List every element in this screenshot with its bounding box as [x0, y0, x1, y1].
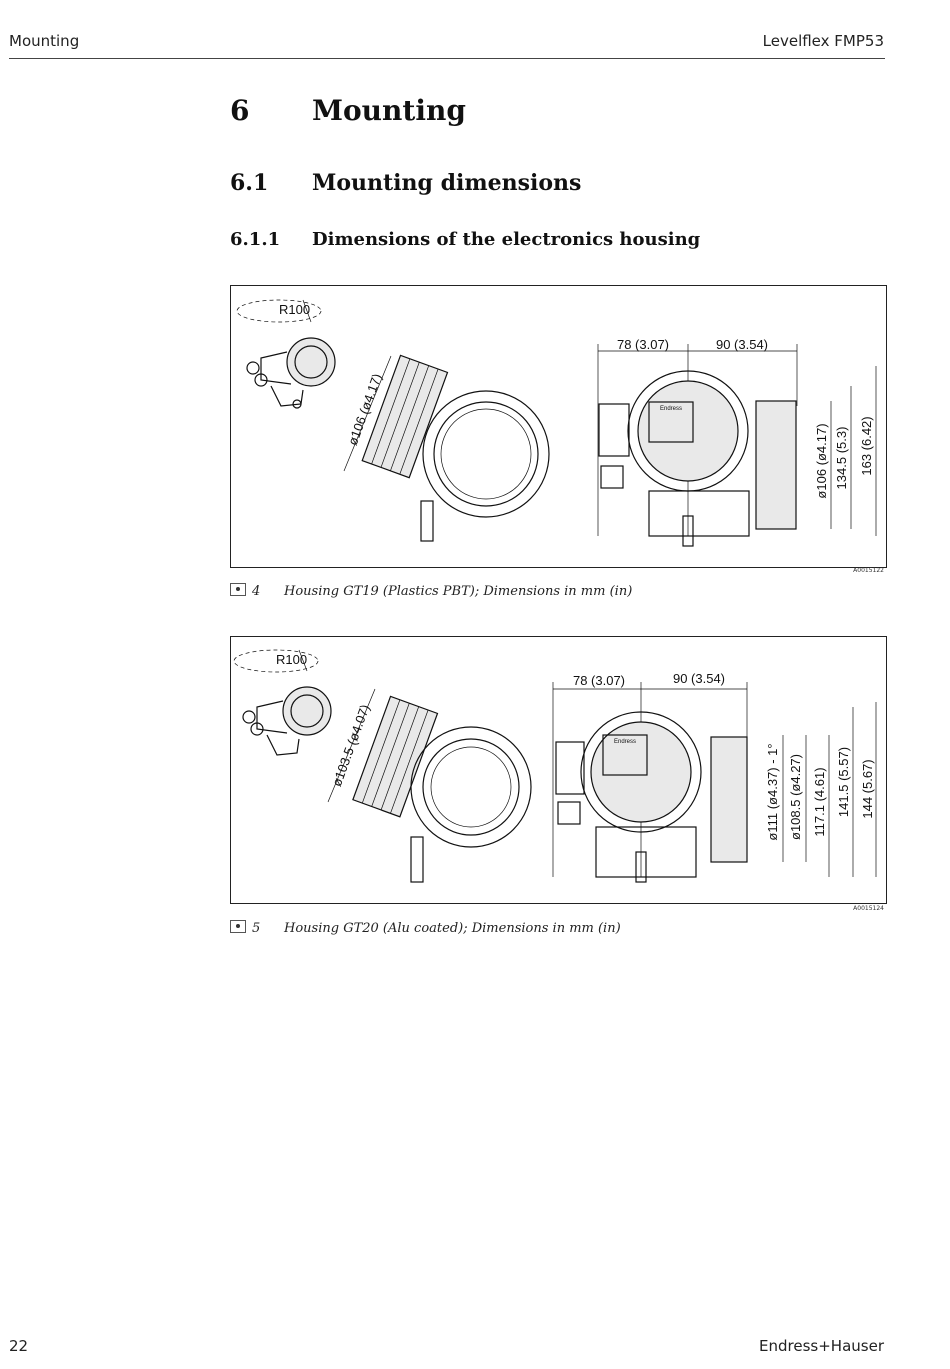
gt19-v2-label: 134.5 (5.3)	[834, 427, 849, 490]
figure-4-code: A0015122	[853, 567, 884, 574]
gt19-front-view: 78 (3.07) 90 (3.54) Endress ø106 (ø4.17)…	[597, 337, 877, 547]
gt19-brand-label: Endress	[660, 406, 682, 412]
heading-3-number: 6.1.1	[230, 229, 281, 250]
figure-5-caption: 5 Housing GT20 (Alu coated); Dimensions i…	[230, 920, 621, 936]
heading-2: 6.1 Mounting dimensions	[230, 170, 581, 196]
gt20-v3-label: 117.1 (4.61)	[812, 767, 827, 836]
gt19-side-view: ø106 (ø4.17)	[343, 354, 550, 542]
header-product: Levelflex FMP53	[762, 32, 884, 50]
footer-page-number: 22	[9, 1337, 29, 1355]
figure-4-number: 4	[252, 584, 261, 599]
heading-3-title: Dimensions of the electronics housing	[312, 229, 701, 250]
figure-icon	[230, 583, 246, 596]
gt19-width-right-label: 90 (3.54)	[716, 337, 768, 352]
gt20-v5-label: 144 (5.67)	[860, 759, 875, 818]
footer-brand: Endress+Hauser	[759, 1337, 884, 1355]
gt20-radius-label: R100	[276, 652, 307, 667]
gt19-iso-view: R100	[236, 299, 336, 409]
housing-gt19-drawing: R100 ø106 (ø4.17)	[236, 299, 877, 547]
gt20-v2-label: ø108.5 (ø4.27)	[788, 754, 803, 840]
heading-1-title: Mounting	[312, 94, 466, 127]
heading-1-number: 6	[230, 94, 250, 127]
figure-housing-gt19: R100 ø106 (ø4.17)	[230, 285, 887, 568]
gt19-radius-label: R100	[279, 302, 310, 317]
figure-icon	[230, 920, 246, 933]
gt20-v1-label: ø111 (ø4.37) - 1°	[765, 743, 780, 840]
gt20-brand-label: Endress	[614, 739, 636, 745]
figure-5-number: 5	[252, 921, 261, 936]
header-rule	[9, 58, 885, 59]
figure-housing-gt20: R100 ø103.5 (ø4.07)	[230, 636, 887, 904]
housing-gt20-drawing: R100 ø103.5 (ø4.07)	[233, 649, 877, 883]
header-section: Mounting	[9, 32, 80, 50]
heading-2-number: 6.1	[230, 170, 269, 196]
gt20-iso-view: R100	[233, 649, 332, 756]
gt19-width-left-label: 78 (3.07)	[617, 337, 669, 352]
gt20-width-left-label: 78 (3.07)	[573, 673, 625, 688]
heading-1: 6 Mounting	[230, 94, 466, 127]
gt20-side-view: ø103.5 (ø4.07)	[327, 688, 532, 883]
figure-4-caption-text: Housing GT19 (Plastics PBT); Dimensions …	[284, 584, 633, 599]
figure-4-caption: 4 Housing GT19 (Plastics PBT); Dimensions…	[230, 583, 632, 599]
gt20-width-right-label: 90 (3.54)	[673, 671, 725, 686]
gt19-v1-label: ø106 (ø4.17)	[814, 423, 829, 498]
gt19-v3-label: 163 (6.42)	[859, 416, 874, 475]
heading-3: 6.1.1 Dimensions of the electronics housi…	[230, 229, 700, 250]
heading-2-title: Mounting dimensions	[312, 170, 582, 196]
gt20-front-view: 78 (3.07) 90 (3.54) Endress ø111 (ø4.37)…	[552, 671, 877, 883]
gt20-v4-label: 141.5 (5.57)	[836, 747, 851, 817]
figure-5-code: A0015124	[853, 905, 884, 912]
figure-5-caption-text: Housing GT20 (Alu coated); Dimensions in…	[284, 921, 621, 936]
